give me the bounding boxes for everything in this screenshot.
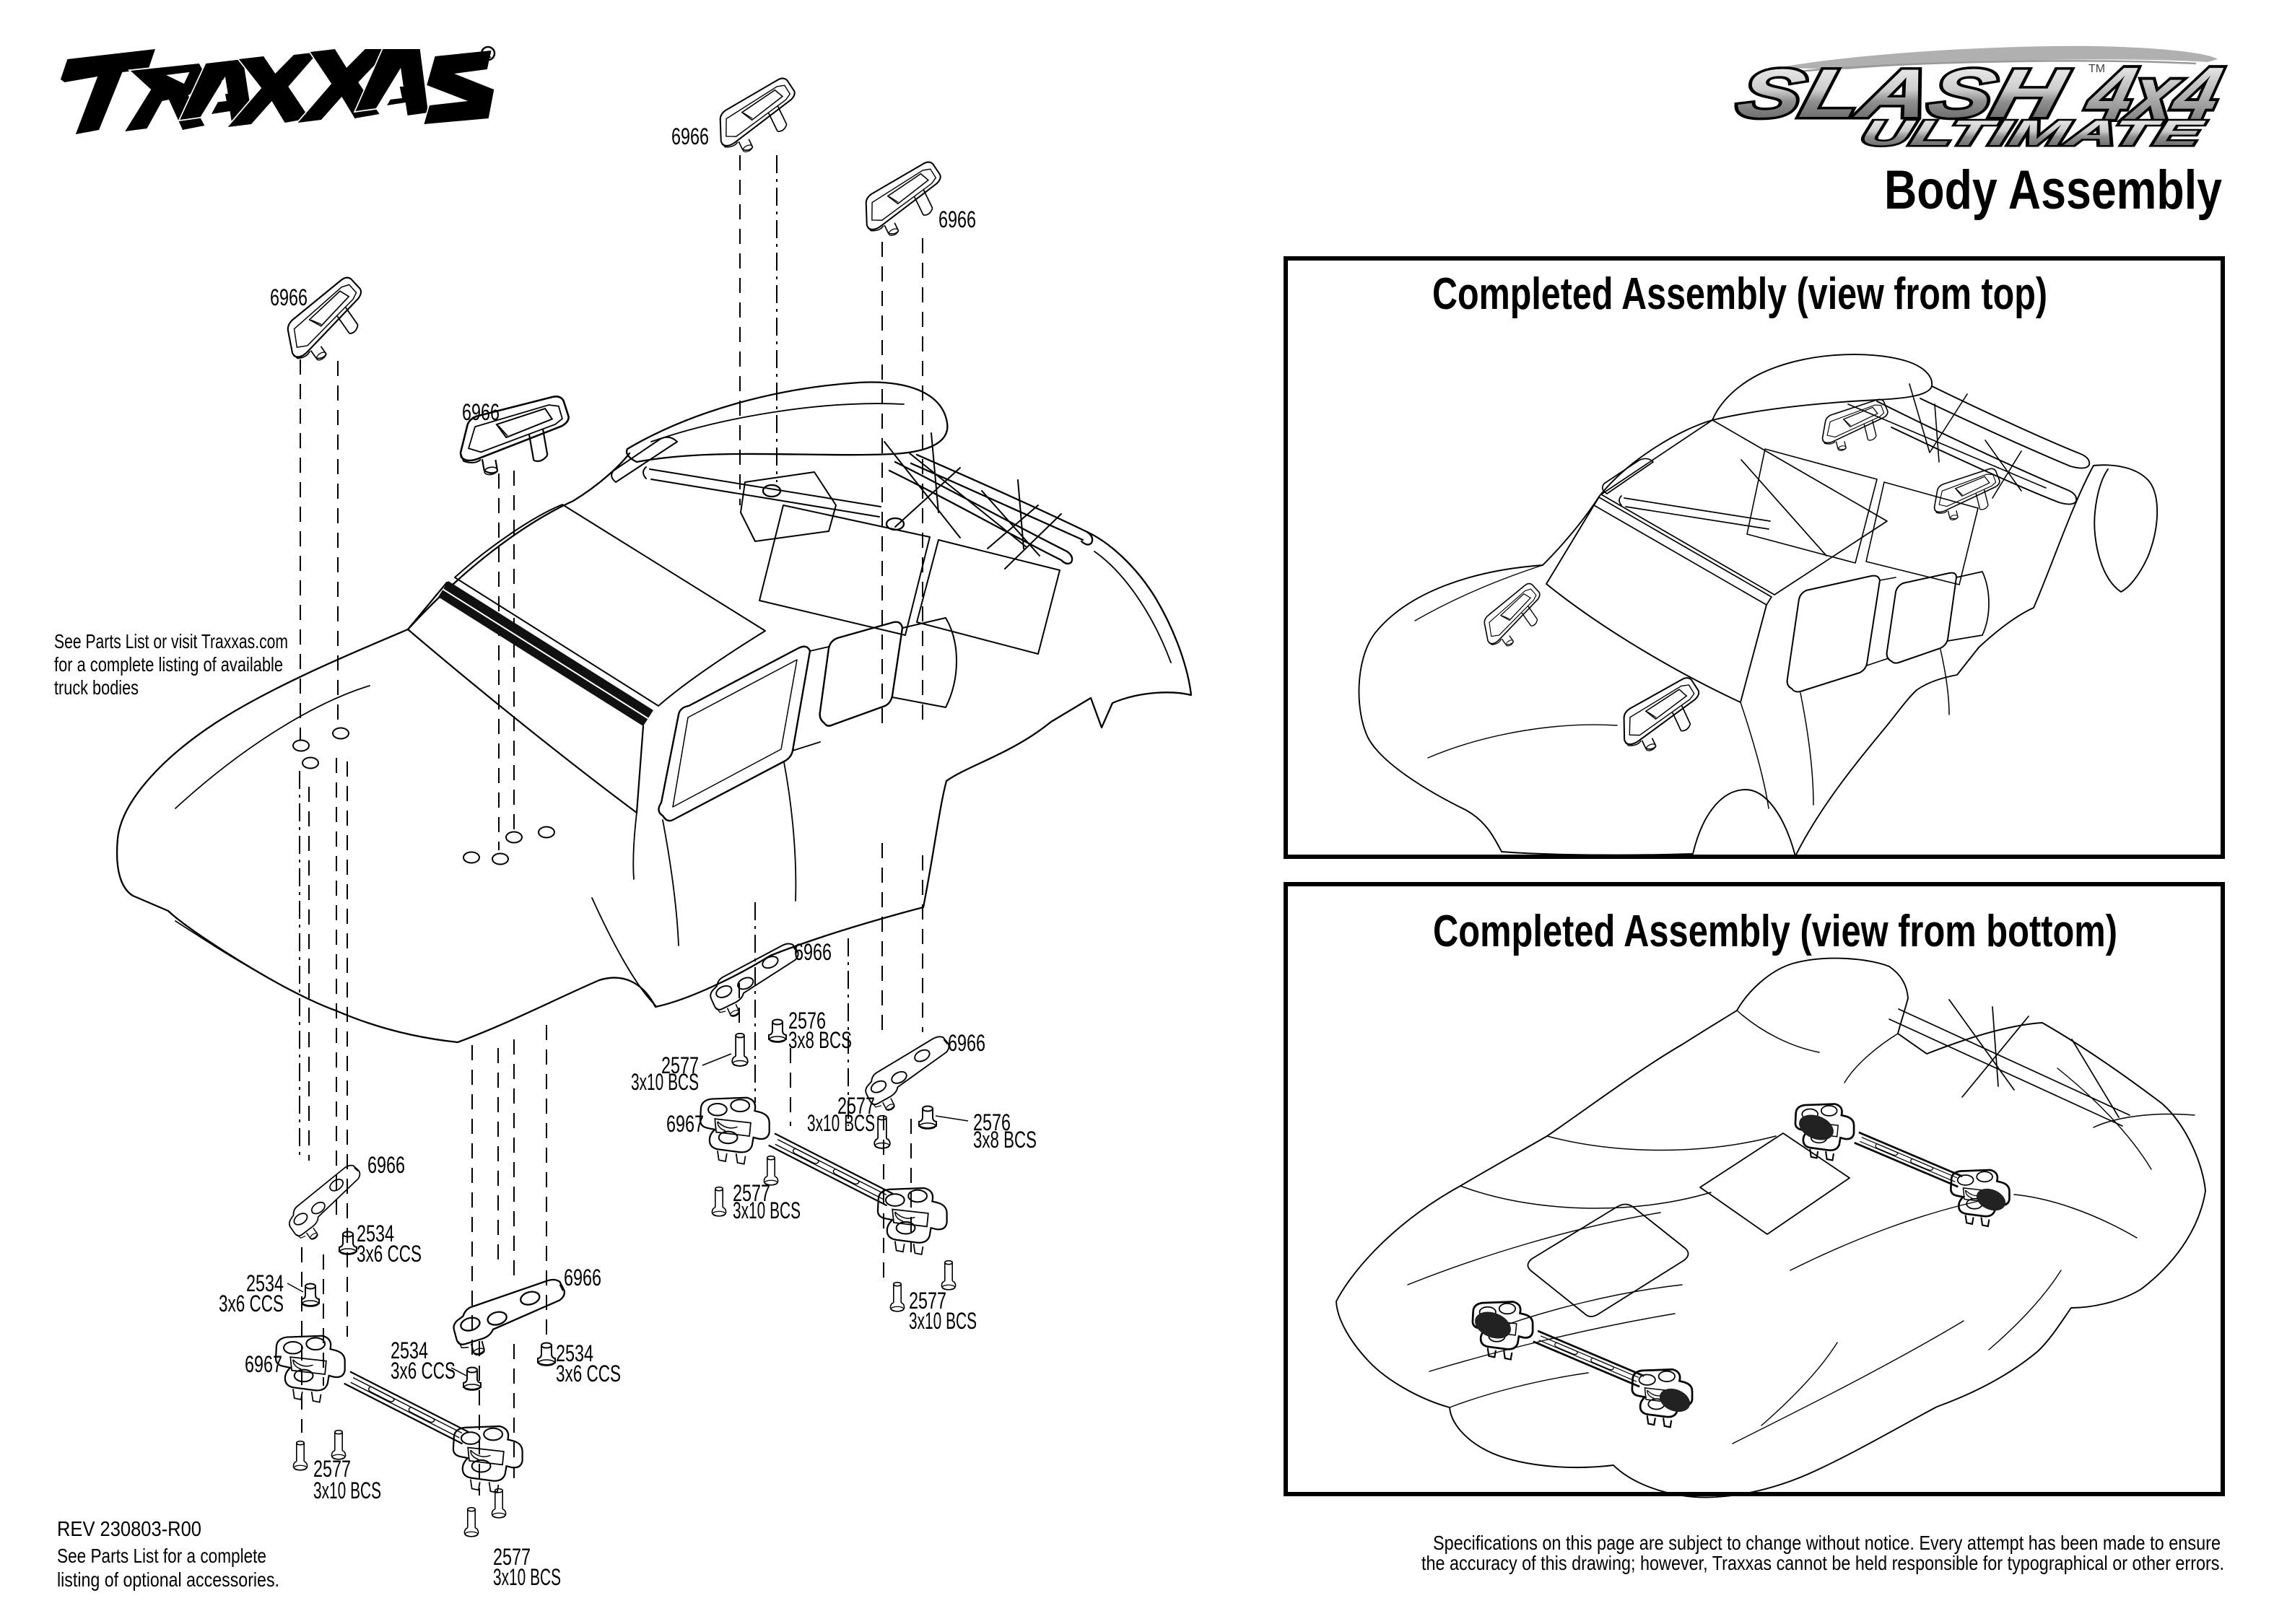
svg-text:ULTIMATE: ULTIMATE	[1857, 113, 2208, 153]
svg-text:the accuracy of this drawing;: the accuracy of this drawing; however, T…	[1421, 1552, 2224, 1574]
svg-text:3x8 BCS: 3x8 BCS	[973, 1127, 1037, 1153]
svg-text:2576: 2576	[788, 1008, 826, 1034]
svg-text:2576: 2576	[973, 1109, 1011, 1135]
svg-text:3x10 BCS: 3x10 BCS	[807, 1110, 875, 1136]
svg-text:3x6 CCS: 3x6 CCS	[219, 1291, 284, 1317]
svg-text:3x10 BCS: 3x10 BCS	[909, 1308, 977, 1334]
svg-text:2534: 2534	[556, 1340, 593, 1366]
svg-text:R: R	[484, 49, 492, 60]
svg-text:TM: TM	[2088, 63, 2105, 75]
svg-text:listing of optional accessorie: listing of optional accessories.	[57, 1568, 279, 1591]
svg-text:Completed Assembly (view from: Completed Assembly (view from top)	[1432, 269, 2047, 319]
svg-text:3x6 CCS: 3x6 CCS	[556, 1361, 621, 1387]
svg-text:2534: 2534	[357, 1221, 394, 1247]
svg-text:3x6 CCS: 3x6 CCS	[357, 1241, 422, 1267]
svg-text:3x8 BCS: 3x8 BCS	[788, 1027, 852, 1053]
svg-text:2534: 2534	[391, 1337, 428, 1363]
svg-text:2577: 2577	[733, 1180, 770, 1206]
svg-text:See Parts List for a complete: See Parts List for a complete	[57, 1545, 266, 1567]
svg-text:6967: 6967	[666, 1111, 704, 1137]
svg-text:See Parts List or visit Traxxa: See Parts List or visit Traxxas.com	[54, 630, 288, 652]
svg-text:3x10 BCS: 3x10 BCS	[733, 1197, 801, 1223]
svg-text:6967: 6967	[245, 1351, 282, 1377]
svg-text:2577: 2577	[313, 1456, 351, 1482]
svg-text:Specifications on this page ar: Specifications on this page are subject …	[1433, 1532, 2221, 1554]
svg-text:6966: 6966	[462, 399, 500, 425]
svg-text:truck bodies: truck bodies	[54, 676, 139, 699]
svg-text:6966: 6966	[948, 1030, 985, 1056]
svg-text:for a complete listing of avai: for a complete listing of available	[54, 653, 283, 676]
svg-text:6966: 6966	[564, 1265, 601, 1291]
svg-text:6966: 6966	[270, 284, 308, 310]
svg-text:2577: 2577	[493, 1544, 531, 1570]
svg-text:2534: 2534	[246, 1270, 284, 1296]
svg-text:REV 230803-R00: REV 230803-R00	[57, 1518, 201, 1541]
svg-text:3x6 CCS: 3x6 CCS	[391, 1358, 456, 1384]
svg-text:3x10 BCS: 3x10 BCS	[493, 1564, 561, 1590]
svg-text:6966: 6966	[367, 1152, 405, 1178]
svg-text:Completed Assembly (view from: Completed Assembly (view from bottom)	[1433, 907, 2117, 956]
svg-text:2577: 2577	[909, 1288, 946, 1314]
svg-text:2577: 2577	[837, 1093, 875, 1119]
svg-text:SLASH: SLASH	[1730, 56, 2074, 131]
svg-text:6966: 6966	[794, 939, 832, 965]
svg-text:4x4: 4x4	[2078, 52, 2229, 135]
svg-text:3x10 BCS: 3x10 BCS	[631, 1069, 699, 1095]
svg-text:2577: 2577	[661, 1052, 699, 1078]
svg-text:6966: 6966	[938, 206, 976, 232]
svg-text:3x10 BCS: 3x10 BCS	[313, 1477, 381, 1503]
svg-text:6966: 6966	[671, 123, 709, 149]
svg-text:Body Assembly: Body Assembly	[1884, 160, 2222, 221]
